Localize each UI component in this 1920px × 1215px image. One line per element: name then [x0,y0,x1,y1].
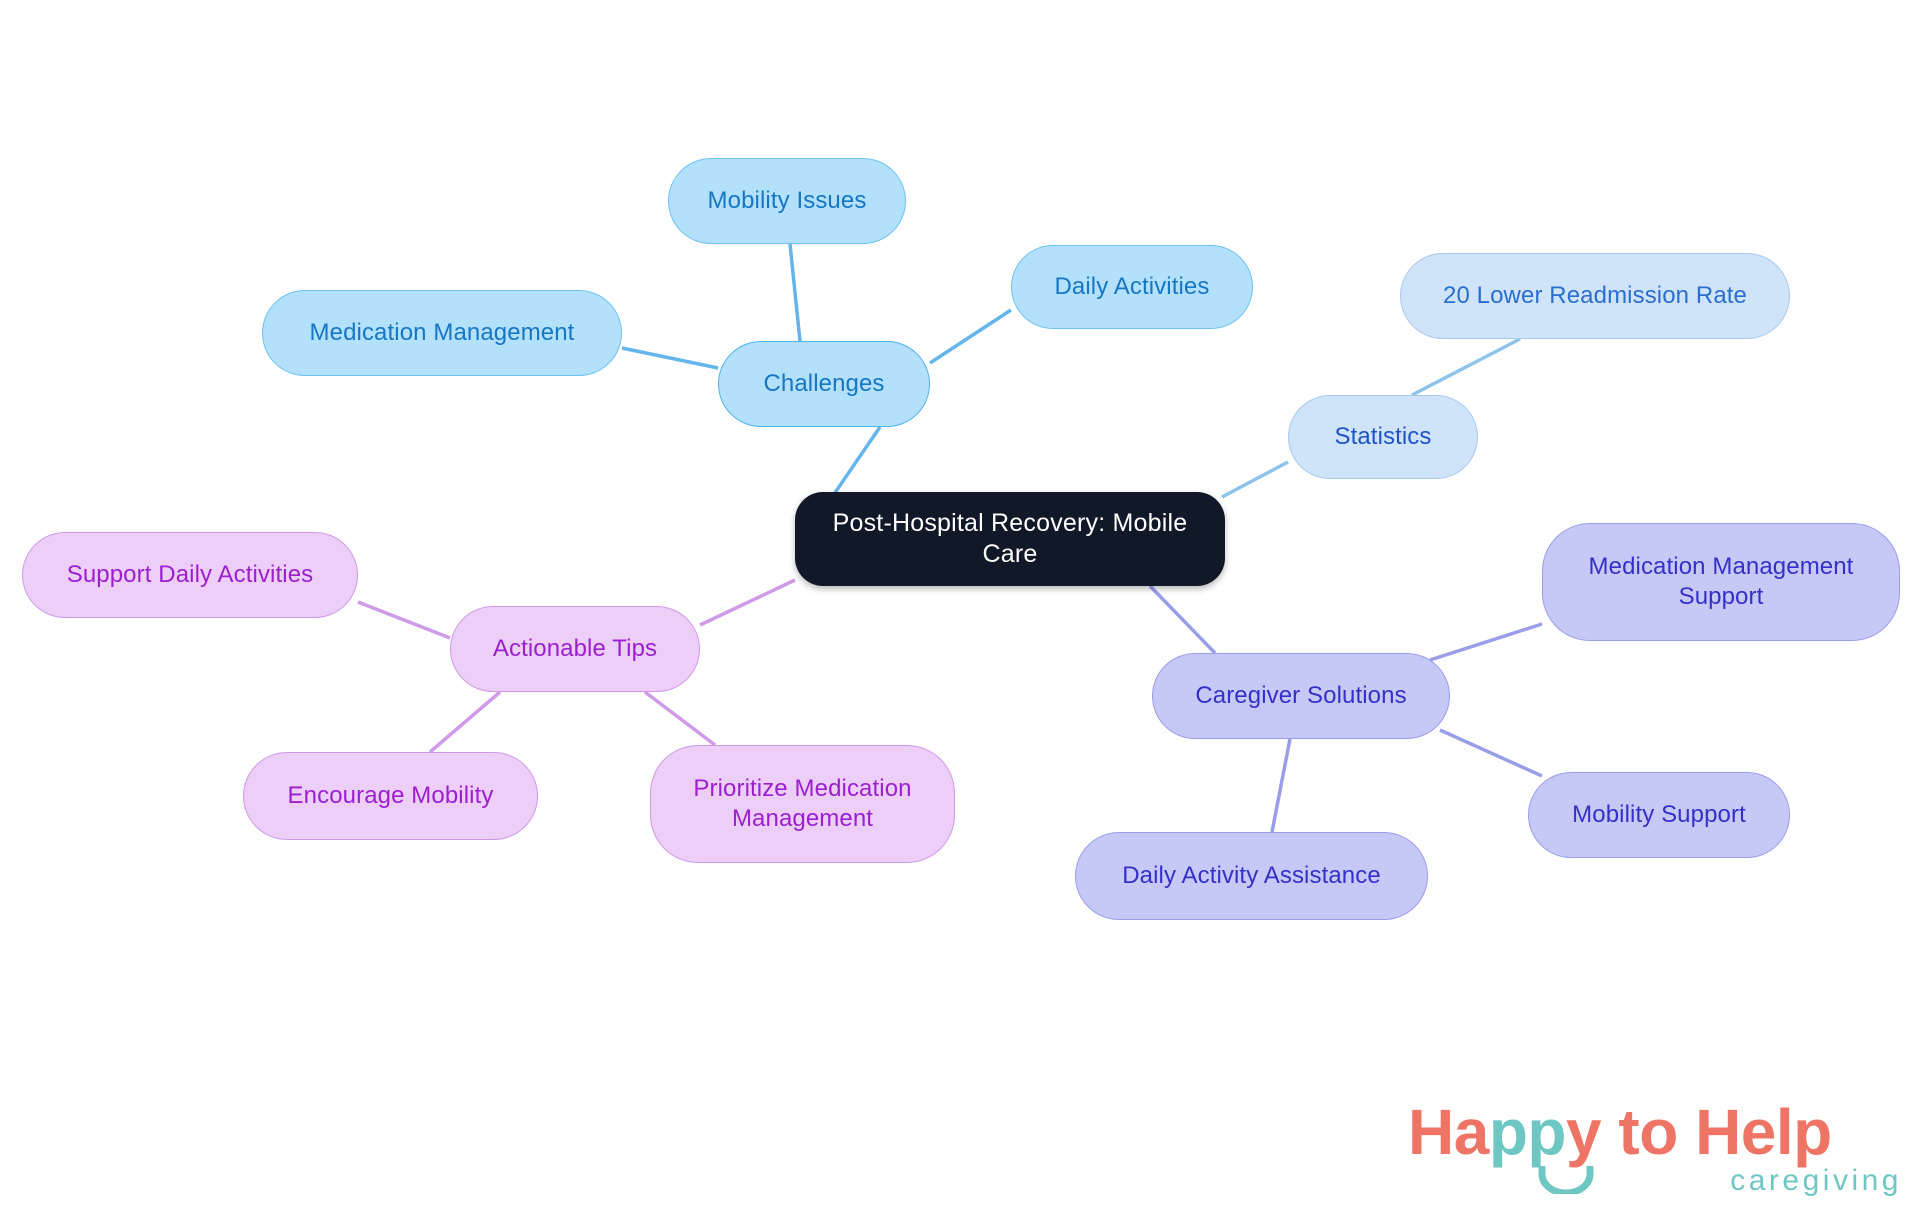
edge-statistics-lower-readmission-rate [1411,337,1521,397]
edge-root-caregiver-solutions [1148,584,1217,655]
node-mobility-support[interactable]: Mobility Support [1528,772,1790,858]
logo-text-pp: pp [1488,1096,1567,1168]
node-actionable-tips[interactable]: Actionable Tips [450,606,700,692]
node-daily-activities[interactable]: Daily Activities [1011,245,1253,329]
node-lower-readmission-rate[interactable]: 20 Lower Readmission Rate [1400,253,1790,339]
node-daily-activity-assistance[interactable]: Daily Activity Assistance [1075,832,1428,920]
node-caregiver-solutions[interactable]: Caregiver Solutions [1152,653,1450,739]
edge-root-statistics [1221,460,1289,499]
logo-wordmark: Happy to Help [1408,1100,1832,1164]
edge-root-actionable-tips [699,578,796,627]
logo-text-tohelp: to Help [1601,1096,1832,1168]
edge-challenges-mobility-issues [788,243,802,342]
edge-root-challenges [828,426,882,501]
edge-challenges-daily-activities [929,308,1012,365]
edge-challenges-medication-management [621,346,719,370]
edge-caregiver-daily-activity-assistance [1270,738,1292,833]
edge-caregiver-medication-management-support [1429,622,1543,662]
edge-caregiver-mobility-support [1439,728,1543,778]
node-prioritize-medication-management[interactable]: Prioritize Medication Management [650,745,955,863]
node-medication-management-support[interactable]: Medication Management Support [1542,523,1900,641]
brand-logo: Happy to Help caregiving [1408,1100,1908,1208]
edge-tips-prioritize-medication-management [643,690,717,747]
node-support-daily-activities[interactable]: Support Daily Activities [22,532,358,618]
logo-text-y: y [1566,1096,1602,1168]
edge-tips-support-daily-activities [357,600,451,640]
logo-text-ha: Ha [1408,1096,1489,1168]
smile-arc-icon [1538,1166,1594,1194]
logo-tagline: caregiving [1730,1164,1902,1197]
node-encourage-mobility[interactable]: Encourage Mobility [243,752,538,840]
node-medication-management[interactable]: Medication Management [262,290,622,376]
node-challenges[interactable]: Challenges [718,341,930,427]
node-statistics[interactable]: Statistics [1288,395,1478,479]
edge-tips-encourage-mobility [428,690,502,754]
node-mobility-issues[interactable]: Mobility Issues [668,158,906,244]
node-root[interactable]: Post-Hospital Recovery: Mobile Care [795,492,1225,586]
